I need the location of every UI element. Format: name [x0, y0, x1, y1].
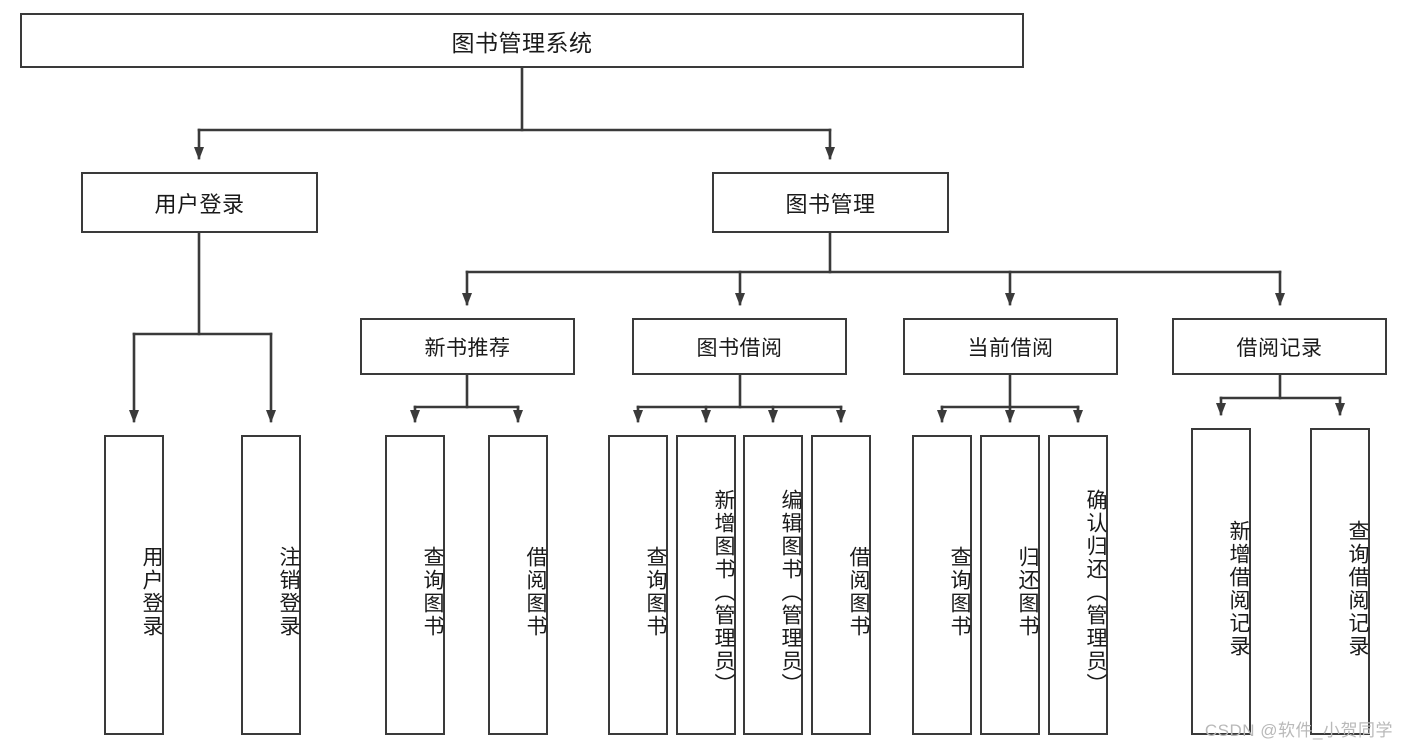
leaf-borrow-query-book[interactable]: 查询图书 [608, 435, 668, 735]
leaf-user-login[interactable]: 用户登录 [104, 435, 164, 735]
node-book-management[interactable]: 图书管理 [712, 172, 949, 233]
watermark: CSDN @软件_小贺同学 [1204, 721, 1393, 740]
node-current-borrow[interactable]: 当前借阅 [903, 318, 1118, 375]
node-user-login[interactable]: 用户登录 [81, 172, 318, 233]
leaf-record-query-borrow-record[interactable]: 查询借阅记录 [1310, 428, 1370, 735]
leaf-current-confirm-return-admin[interactable]: 确认归还（管理员） [1048, 435, 1108, 735]
leaf-borrow-borrow-book[interactable]: 借阅图书 [811, 435, 871, 735]
node-borrow-record[interactable]: 借阅记录 [1172, 318, 1387, 375]
leaf-newbook-query-book[interactable]: 查询图书 [385, 435, 445, 735]
leaf-borrow-add-book-admin[interactable]: 新增图书（管理员） [676, 435, 736, 735]
node-book-borrow[interactable]: 图书借阅 [632, 318, 847, 375]
leaf-record-add-borrow-record[interactable]: 新增借阅记录 [1191, 428, 1251, 735]
leaf-current-return-book[interactable]: 归还图书 [980, 435, 1040, 735]
leaf-user-logout[interactable]: 注销登录 [241, 435, 301, 735]
node-new-book-recommend[interactable]: 新书推荐 [360, 318, 575, 375]
leaf-newbook-borrow-book[interactable]: 借阅图书 [488, 435, 548, 735]
leaf-borrow-edit-book-admin[interactable]: 编辑图书（管理员） [743, 435, 803, 735]
node-root-system[interactable]: 图书管理系统 [20, 13, 1024, 68]
leaf-current-query-book[interactable]: 查询图书 [912, 435, 972, 735]
